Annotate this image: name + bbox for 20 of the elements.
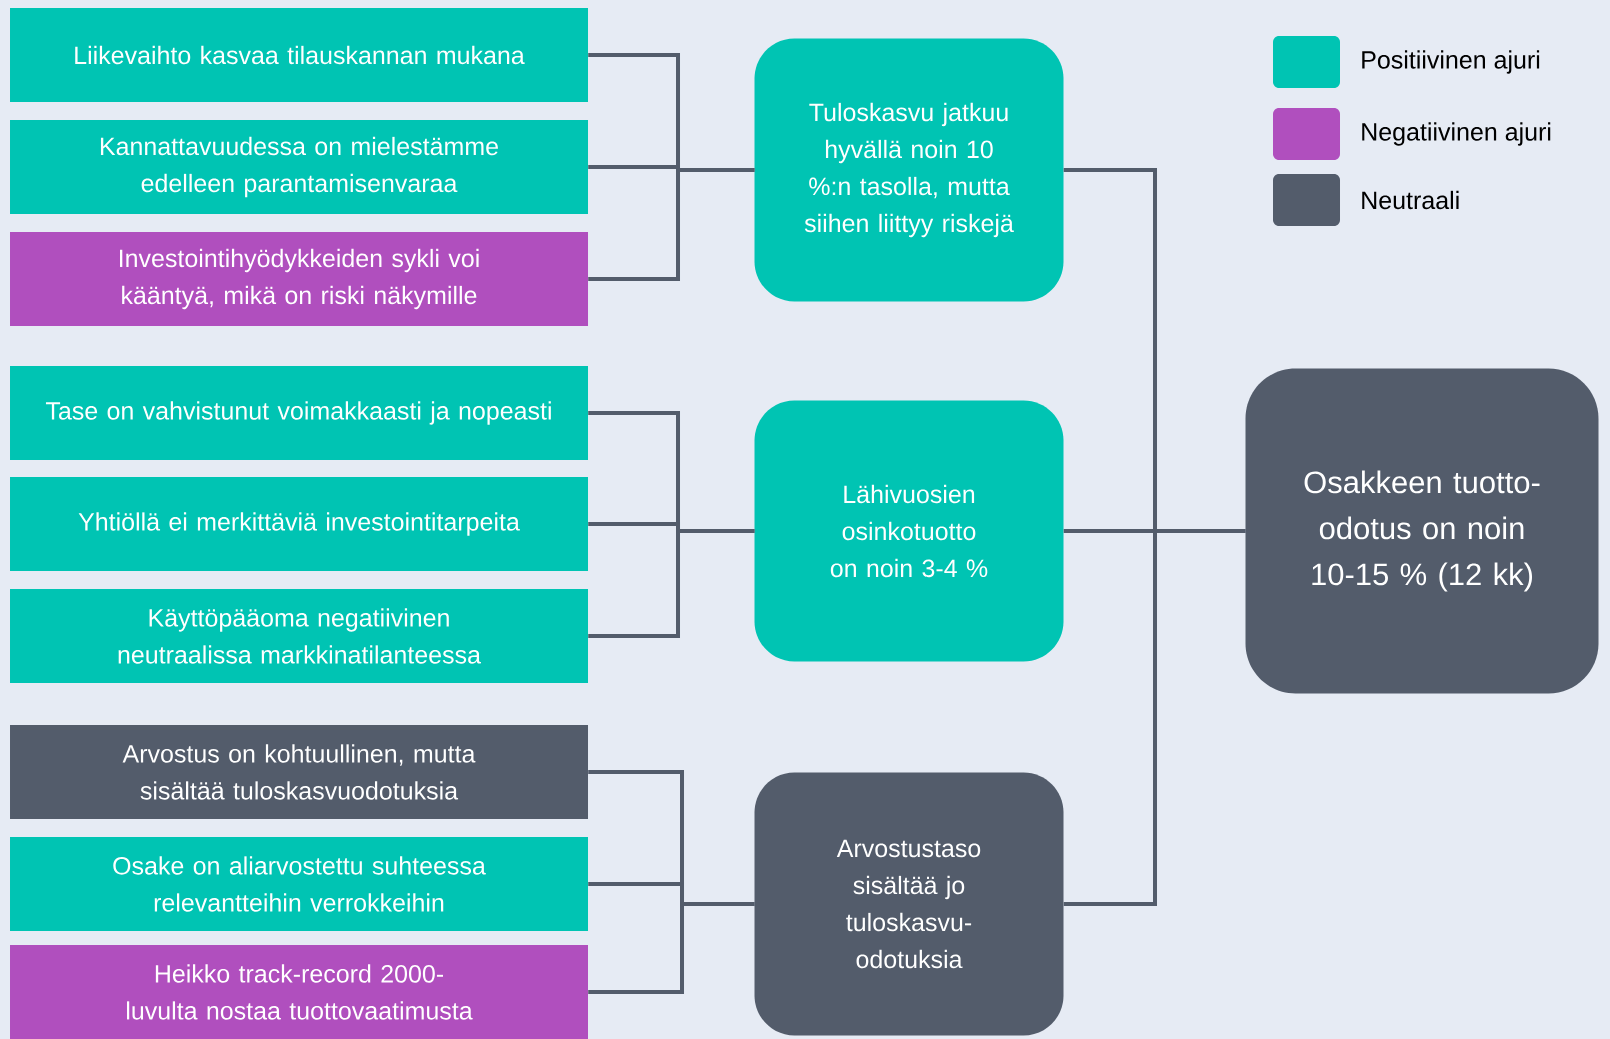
- driver-box: Investointihyödykkeiden sykli voi kääntyä, mikä on riski näkymille: [10, 232, 588, 326]
- connector-line: [588, 168, 755, 281]
- driver-box: Kannattavuudessa on mielestämme edelleen parantamisenvaraa: [10, 120, 588, 214]
- legend-label: Positiivinen ajuri: [1362, 50, 1540, 74]
- summary-box: Lähivuosien osinkotuotto on noin 3-4 %: [754, 400, 1064, 662]
- summary-box: Arvostustaso sisältää jo tuloskasvu- odotuksia: [754, 772, 1064, 1036]
- connector-line: [588, 902, 755, 994]
- legend-label: Neutraali: [1362, 190, 1459, 210]
- driver-box: Heikko track-record 2000-luvulta nostaa tuottovaatimusta: [10, 945, 588, 1039]
- result-box: Osakkeen tuotto-odotus on noin 10-15 % (12 kk): [1245, 368, 1599, 694]
- driver-box: Arvostus on kohtuullinen, mutta sisältää tuloskasvuodotuksia: [10, 725, 588, 819]
- driver-box: Liikevaihto kasvaa tilauskannan mukana: [10, 8, 588, 102]
- connector-line: [1063, 529, 1246, 906]
- driver-box: Yhtiöllä ei merkittäviä investointitarpeita: [10, 477, 588, 571]
- driver-box: Tase on vahvistunut voimakkaasti ja nopeasti: [10, 366, 588, 460]
- driver-box: Osake on aliarvostettu suhteessa relevantteihin verrokkeihin: [10, 837, 588, 931]
- summary-box: Tuloskasvu jatkuu hyvällä noin 10 %:n tasolla, mutta siihen liittyy riskejä: [754, 38, 1064, 302]
- legend-label: Negatiivinen ajuri: [1362, 122, 1551, 146]
- connector-line: [588, 529, 755, 638]
- driver-box: Käyttöpääoma negatiivinen neutraalissa markkinatilanteessa: [10, 589, 588, 683]
